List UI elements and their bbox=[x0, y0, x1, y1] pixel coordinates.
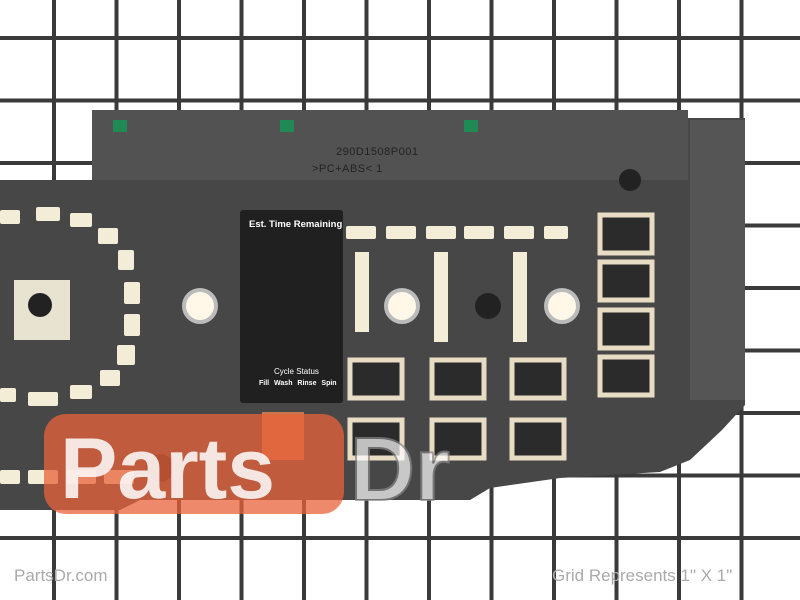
knob-shaft[interactable] bbox=[28, 293, 52, 317]
display-title: Est. Time Remaining bbox=[249, 219, 343, 230]
part-number-marking: 290D1508P001 bbox=[336, 146, 419, 158]
screw-boss bbox=[475, 293, 501, 319]
led-ring bbox=[0, 207, 140, 406]
material-marking: >PC+ABS< 1 bbox=[312, 163, 383, 175]
right-rail bbox=[690, 120, 745, 400]
top-led-row bbox=[346, 226, 568, 239]
tactile-switches[interactable] bbox=[347, 212, 655, 461]
svg-text:Parts: Parts bbox=[60, 421, 275, 517]
grid-scale-note: Grid Represents 1" X 1" bbox=[552, 566, 733, 585]
cycle-steps: Fill Wash Rinse Spin bbox=[259, 380, 337, 387]
display-window bbox=[240, 210, 343, 403]
round-buttons[interactable] bbox=[182, 288, 580, 324]
green-clip bbox=[280, 120, 294, 132]
site-url: PartsDr.com bbox=[14, 566, 108, 585]
svg-text:Dr: Dr bbox=[350, 420, 450, 520]
panel-housing bbox=[0, 110, 745, 510]
vertical-led-columns bbox=[355, 252, 527, 342]
screw-boss bbox=[619, 169, 641, 191]
top-rail bbox=[92, 110, 688, 180]
green-clip bbox=[464, 120, 478, 132]
green-clip bbox=[113, 120, 127, 132]
partsdr-watermark-logo: Parts Dr bbox=[44, 414, 451, 520]
cycle-status-label: Cycle Status bbox=[274, 367, 319, 376]
